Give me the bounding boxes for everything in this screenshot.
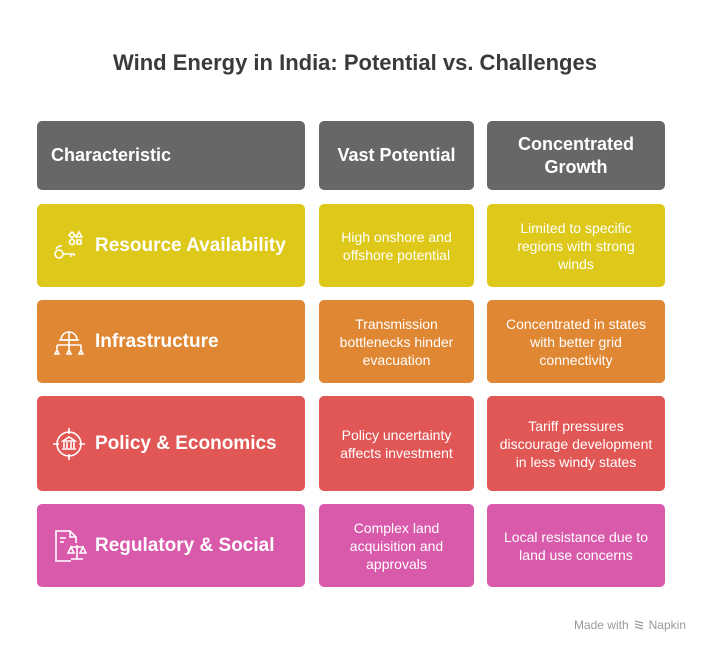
cell-growth: Limited to specific regions with strong … (487, 204, 665, 287)
cell-potential: High onshore and offshore potential (319, 204, 474, 287)
cell-potential: Complex land acquisition and approvals (319, 504, 474, 587)
row-label: Policy & Economics (95, 432, 277, 454)
row-label-policy: Policy & Economics (37, 396, 305, 491)
made-with-text: Made with (573, 618, 629, 632)
row-label-infrastructure: Infrastructure (37, 300, 305, 383)
row-label-regulatory: Regulatory & Social (37, 504, 305, 587)
row-label: Infrastructure (95, 330, 219, 352)
key-shapes-icon (54, 229, 84, 259)
made-with-napkin[interactable]: Made with Napkin (574, 618, 686, 632)
header-characteristic: Characteristic (37, 121, 305, 190)
hardhat-hierarchy-icon (53, 330, 85, 355)
bank-target-icon (53, 427, 85, 460)
row-label-resource: Resource Availability (37, 204, 305, 287)
cell-potential: Policy uncertainty affects investment (319, 396, 474, 491)
napkin-logo-icon (634, 620, 643, 630)
header-concentrated-growth: Concentrated Growth (487, 121, 665, 190)
row-label: Regulatory & Social (95, 534, 275, 556)
napkin-brand: Napkin (648, 618, 686, 632)
cell-growth: Concentrated in states with better grid … (487, 300, 665, 383)
header-vast-potential: Vast Potential (319, 121, 474, 190)
cell-growth: Tariff pressures discourage development … (487, 396, 665, 491)
document-scales-icon (55, 529, 87, 562)
page-title: Wind Energy in India: Potential vs. Chal… (113, 50, 597, 75)
cell-growth: Local resistance due to land use concern… (487, 504, 665, 587)
cell-potential: Transmission bottlenecks hinder evacuati… (319, 300, 474, 383)
row-label: Resource Availability (95, 234, 286, 256)
